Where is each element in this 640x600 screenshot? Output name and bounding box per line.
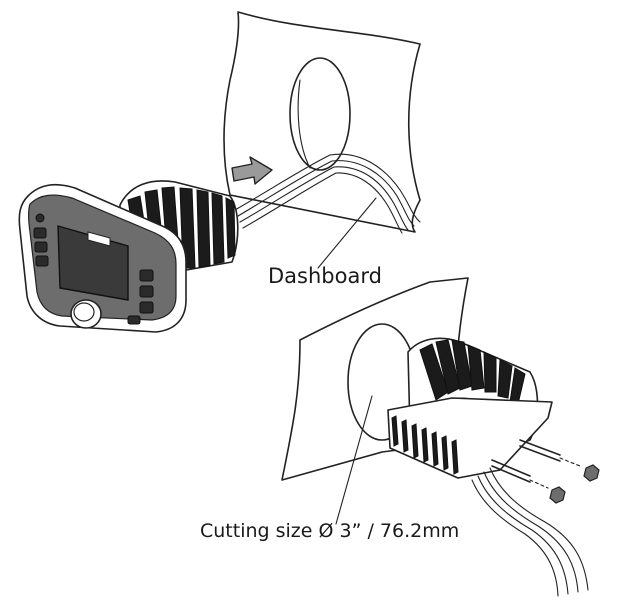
wire-bundle-bottom [471, 467, 589, 597]
mounted-unit [387, 337, 600, 504]
radio-unit [18, 180, 239, 333]
wire-bundle-top [234, 153, 421, 234]
dashboard-leader-line [317, 197, 377, 269]
mounting-nuts [549, 464, 600, 504]
cutting-size-leader-line [335, 395, 373, 525]
right-button-column [127, 269, 154, 325]
insertion-arrow [231, 156, 273, 185]
mounting-bracket [387, 397, 553, 479]
left-button-column [33, 213, 49, 267]
dashboard-label: Dashboard [268, 264, 382, 288]
volume-knob [70, 299, 102, 329]
cutting-size-label: Cutting size Ø 3” / 76.2mm [200, 520, 460, 542]
mounted-heat-sink-fins [419, 339, 526, 405]
dashboard-hole-top [289, 57, 351, 171]
mounting-bolts [491, 439, 581, 489]
